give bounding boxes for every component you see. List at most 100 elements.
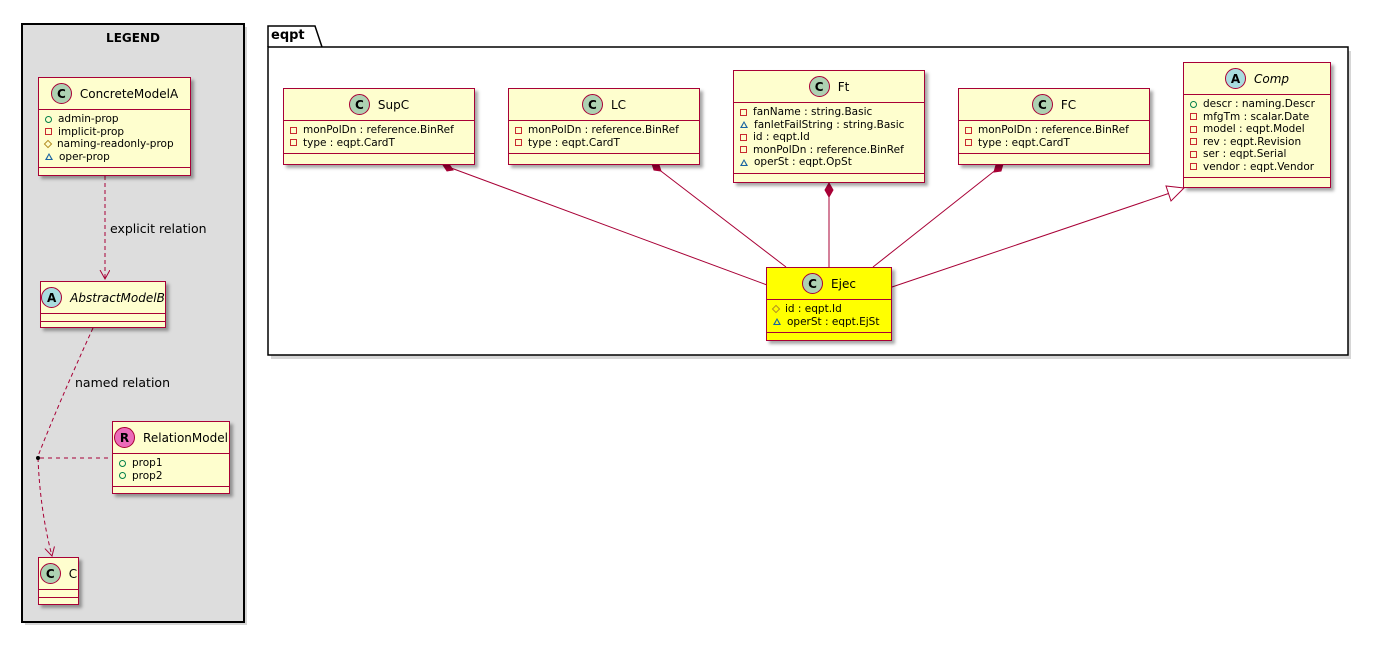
class-operations bbox=[41, 322, 165, 330]
named-relation-line bbox=[37, 327, 94, 457]
class-attribute: rev : eqpt.Revision bbox=[1190, 136, 1324, 149]
attribute-text: admin-prop bbox=[58, 113, 119, 125]
class-name: LC bbox=[610, 97, 627, 112]
supc-ejec-line bbox=[442, 164, 768, 286]
attribute-text: prop2 bbox=[132, 469, 163, 482]
class-operations bbox=[113, 487, 229, 495]
class-name: AbstractModelB bbox=[70, 290, 165, 305]
class-header: R RelationModel bbox=[113, 422, 229, 454]
package-visibility-icon bbox=[45, 153, 53, 161]
class-attribute: ser : eqpt.Serial bbox=[1190, 148, 1324, 161]
relation-junction-dot bbox=[36, 456, 40, 460]
attribute-text: ser : eqpt.Serial bbox=[1203, 148, 1287, 160]
ejec-comp-generalization-line bbox=[891, 192, 1171, 288]
class-attributes bbox=[41, 314, 165, 322]
class-abstractmodelb[interactable]: A AbstractModelB bbox=[40, 281, 166, 328]
protected-visibility-icon bbox=[771, 305, 781, 314]
class-attribute: type : eqpt.CardT bbox=[290, 137, 468, 150]
class-attribute: mfgTm : scalar.Date bbox=[1190, 111, 1324, 124]
private-visibility-icon bbox=[965, 126, 972, 134]
class-operations bbox=[284, 154, 474, 162]
attribute-text: mfgTm : scalar.Date bbox=[1203, 110, 1310, 123]
class-attribute: monPolDn : reference.BinRef bbox=[965, 124, 1143, 137]
fc-ejec-line bbox=[872, 164, 1003, 268]
private-visibility-icon bbox=[1190, 150, 1197, 158]
attribute-text: monPolDn : reference.BinRef bbox=[978, 124, 1129, 136]
class-header: C Ft bbox=[734, 71, 924, 103]
explicit-relation-label: explicit relation bbox=[110, 221, 207, 236]
class-operations bbox=[1184, 178, 1330, 186]
class-stereotype-icon: C bbox=[50, 83, 72, 104]
private-visibility-icon bbox=[1190, 138, 1197, 146]
attribute-text: type : eqpt.CardT bbox=[303, 136, 395, 149]
abstract-stereotype-icon: A bbox=[41, 287, 63, 308]
class-attribute: id : eqpt.Id bbox=[771, 303, 885, 316]
attribute-text: naming-readonly-prop bbox=[57, 138, 174, 150]
private-visibility-icon bbox=[515, 126, 522, 134]
package-tab bbox=[267, 25, 323, 48]
class-attribute: fanletFailString : string.Basic bbox=[740, 119, 918, 132]
class-name: Ejec bbox=[831, 276, 856, 291]
attribute-text: rev : eqpt.Revision bbox=[1203, 135, 1302, 148]
class-attribute: operSt : eqpt.OpSt bbox=[740, 156, 918, 169]
class-operations bbox=[39, 598, 78, 606]
class-stereotype-icon: C bbox=[808, 76, 830, 97]
class-header: C SupC bbox=[284, 89, 474, 121]
attribute-text: vendor : eqpt.Vendor bbox=[1203, 160, 1315, 173]
class-attribute: fanName : string.Basic bbox=[740, 106, 918, 119]
relation-stereotype-icon: R bbox=[114, 427, 136, 448]
private-visibility-icon bbox=[740, 133, 747, 141]
class-name: SupC bbox=[377, 97, 410, 112]
class-attribute: oper-prop bbox=[45, 151, 184, 164]
private-visibility-icon bbox=[515, 139, 522, 147]
attribute-text: id : eqpt.Id bbox=[785, 303, 842, 315]
class-name: RelationModel bbox=[143, 430, 228, 445]
class-stereotype-icon: C bbox=[581, 94, 603, 115]
class-attribute: admin-prop bbox=[45, 113, 184, 126]
package-visibility-icon bbox=[740, 121, 748, 129]
attribute-text: implicit-prop bbox=[58, 125, 125, 138]
private-visibility-icon bbox=[1190, 163, 1197, 171]
attribute-text: oper-prop bbox=[59, 150, 110, 163]
private-visibility-icon bbox=[965, 139, 972, 147]
private-visibility-icon bbox=[290, 139, 297, 147]
class-operations bbox=[509, 154, 699, 162]
class-header: A AbstractModelB bbox=[41, 282, 165, 314]
class-operations bbox=[767, 333, 891, 341]
class-operations bbox=[39, 168, 190, 176]
class-stereotype-icon: C bbox=[39, 563, 61, 584]
class-attribute: monPolDn : reference.BinRef bbox=[290, 124, 468, 137]
private-visibility-icon bbox=[45, 128, 52, 136]
attribute-text: monPolDn : reference.BinRef bbox=[528, 124, 679, 136]
attribute-text: type : eqpt.CardT bbox=[528, 136, 620, 149]
attribute-text: id : eqpt.Id bbox=[753, 131, 810, 143]
package-visibility-icon bbox=[740, 158, 748, 166]
legend-title: LEGEND bbox=[106, 31, 160, 45]
class-stereotype-icon: C bbox=[348, 94, 370, 115]
class-stereotype-icon: C bbox=[1031, 94, 1053, 115]
class-attribute: descr : naming.Descr bbox=[1190, 98, 1324, 111]
class-attribute: vendor : eqpt.Vendor bbox=[1190, 161, 1324, 174]
class-name: Ft bbox=[837, 79, 850, 94]
public-visibility-icon bbox=[119, 472, 126, 480]
attribute-text: prop1 bbox=[132, 457, 163, 469]
attribute-text: monPolDn : reference.BinRef bbox=[753, 143, 904, 156]
public-visibility-icon bbox=[45, 115, 52, 123]
class-name: ConcreteModelA bbox=[79, 86, 179, 101]
class-attribute: naming-readonly-prop bbox=[43, 138, 184, 151]
